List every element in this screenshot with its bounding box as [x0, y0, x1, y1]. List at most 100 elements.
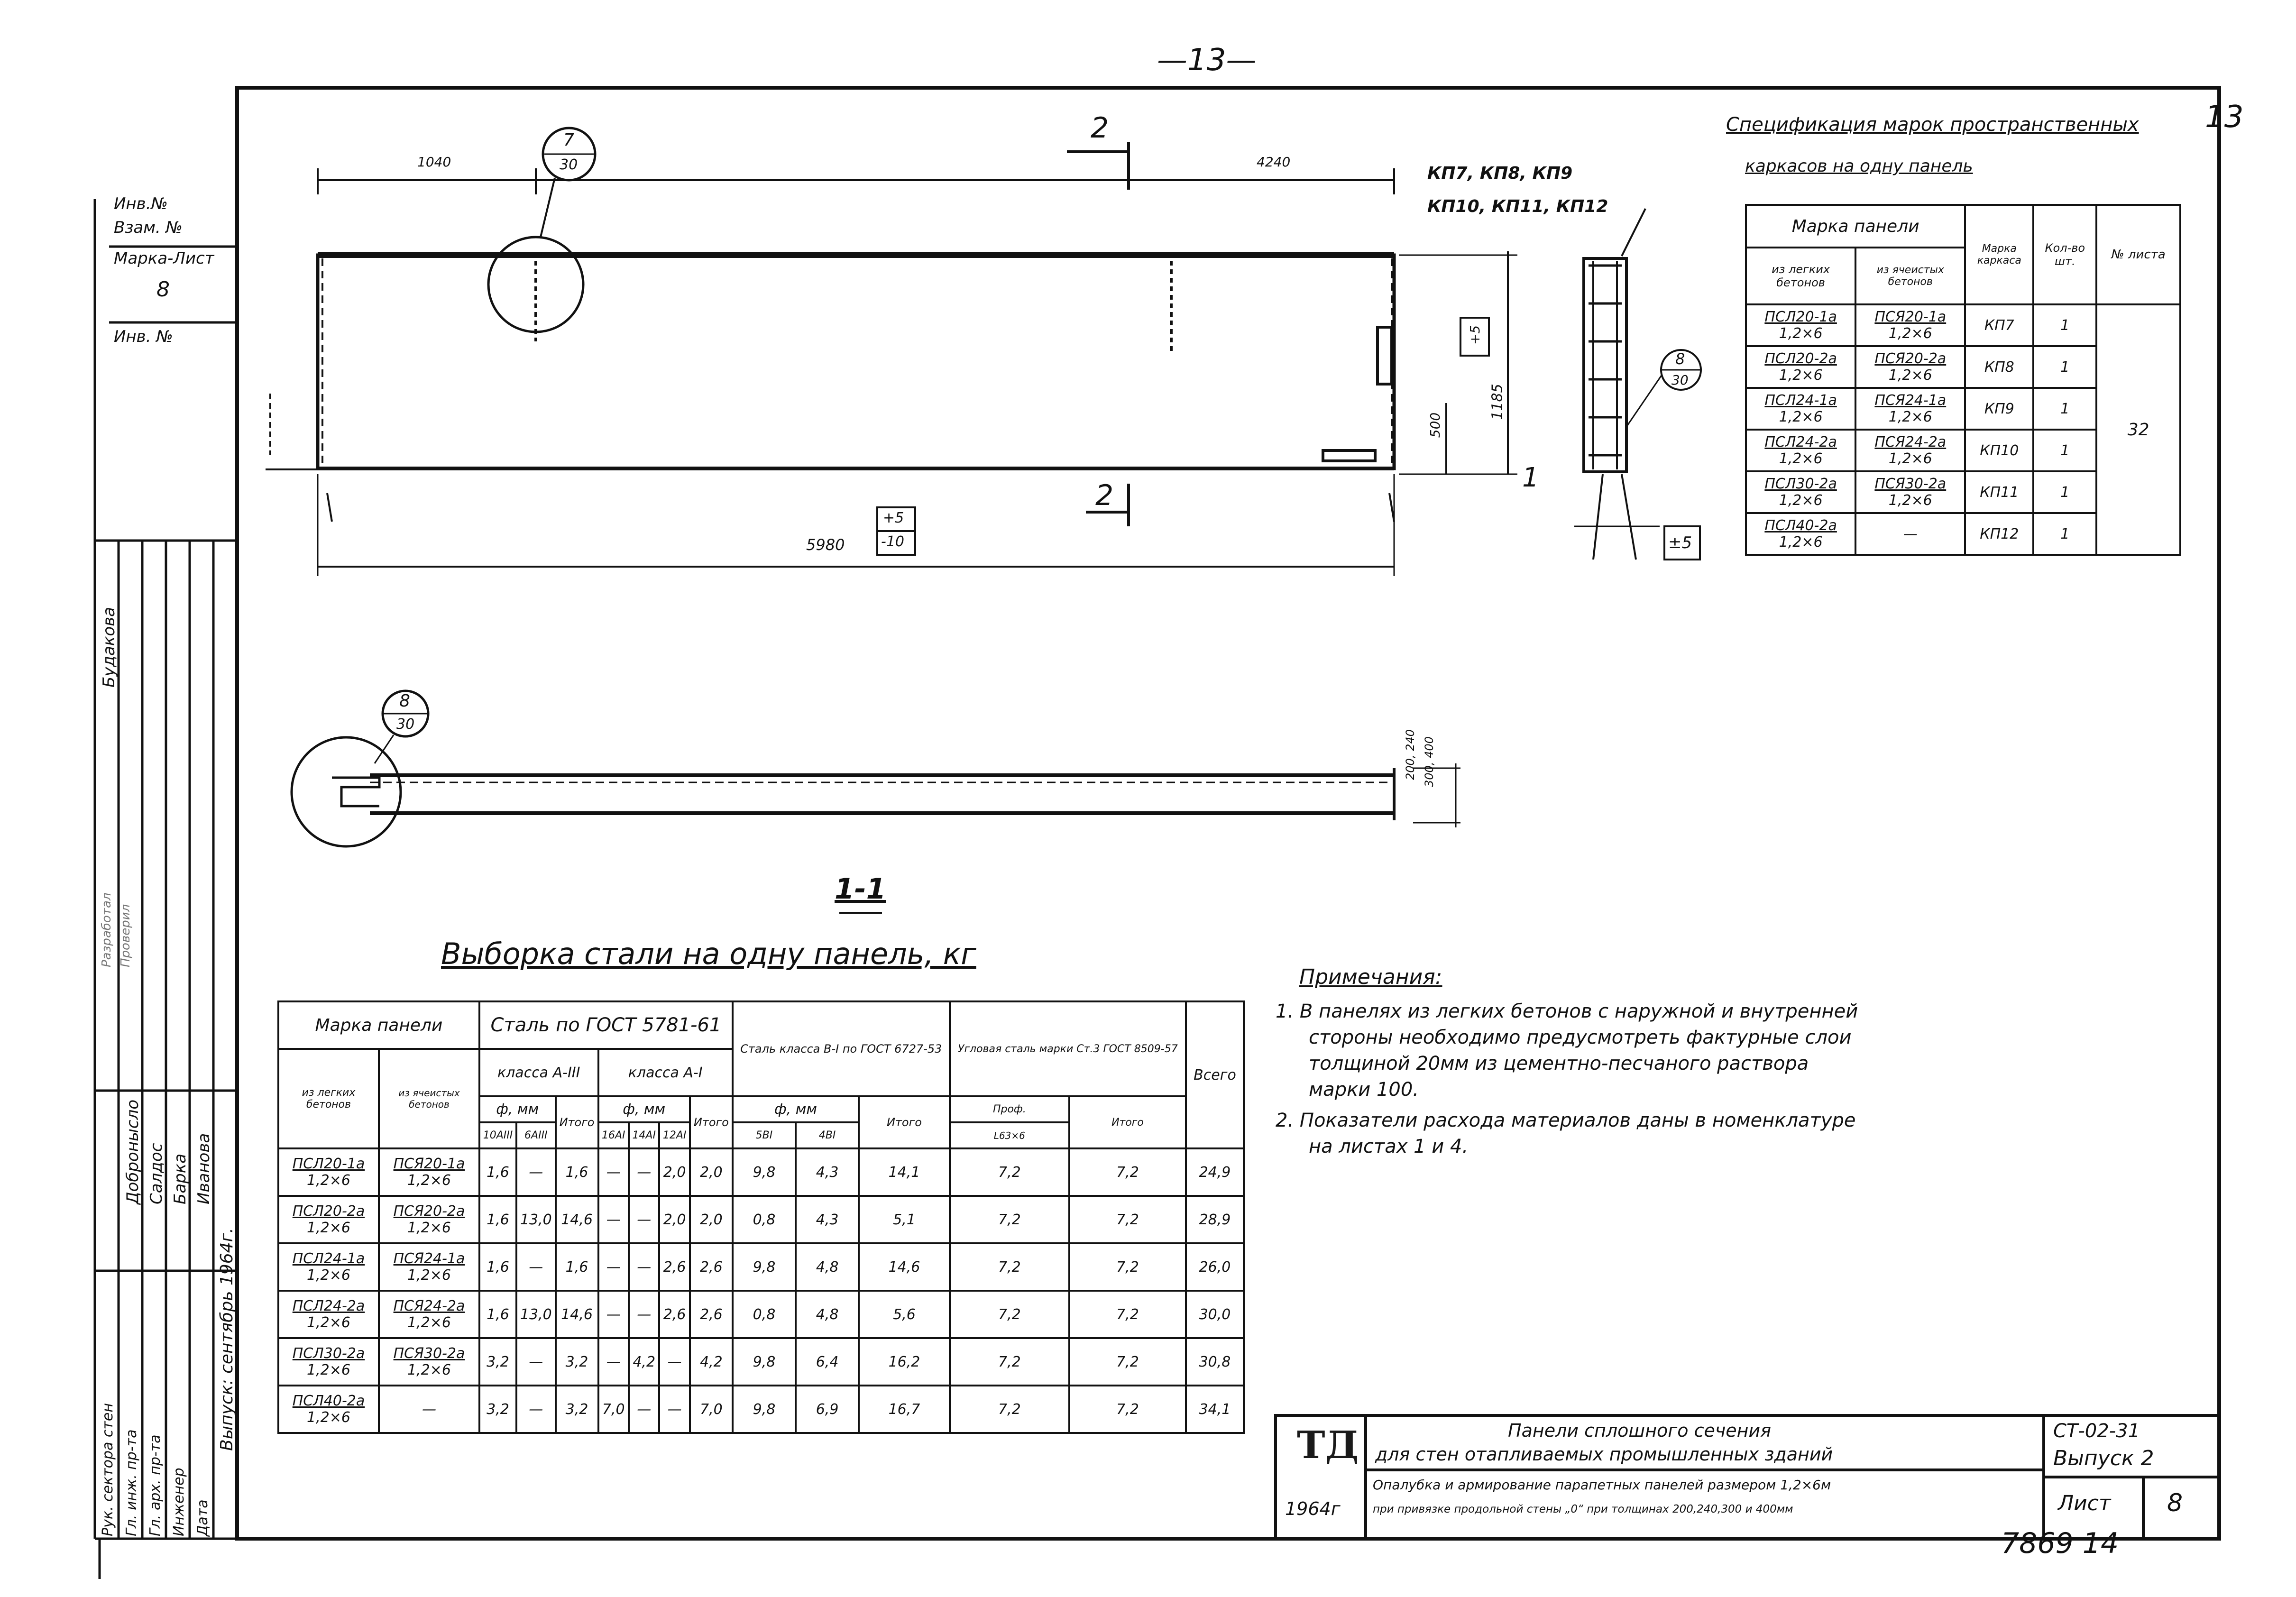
cell-text: 1,2×6 — [307, 1267, 350, 1284]
issue-label: Выпуск 2 — [2053, 1446, 2154, 1470]
steel-h-phi-a3: ф, мм — [478, 1095, 557, 1123]
table-cell: — — [597, 1242, 630, 1292]
steel-table-title: Выборка стали на одну панель, кг — [441, 936, 976, 971]
dim-right: 4240 — [1257, 154, 1291, 170]
tolerance-plus5: +5 — [883, 510, 904, 526]
table-cell: 7,2 — [1068, 1385, 1187, 1434]
spec-row-1-frame: КП7 — [1964, 303, 2035, 347]
cell-text: ПСЛ40-2а — [1764, 517, 1837, 534]
tolerance-plus5-right: +5 — [1467, 325, 1483, 345]
spec-row-5-qty: 1 — [2032, 470, 2098, 514]
section-dim-1: 200, 240 — [1404, 729, 1417, 780]
callout-8-side-bottom: 30 — [1671, 372, 1689, 388]
steel-h-d4b1: 4ВI — [795, 1121, 860, 1149]
steel-h-panel: Марка панели — [277, 1000, 480, 1050]
table-cell: 4,3 — [795, 1195, 860, 1244]
frame-marks-line1: КП7, КП8, КП9 — [1427, 164, 1573, 183]
table-cell: 7,2 — [1068, 1290, 1187, 1339]
table-cell: 24,9 — [1185, 1147, 1245, 1197]
table-cell: 7,2 — [948, 1337, 1070, 1386]
table-cell: 7,2 — [948, 1195, 1070, 1244]
cell-text: ПСЯ24-1а — [1874, 392, 1947, 409]
table-cell: 4,8 — [795, 1290, 860, 1339]
table-cell: 16,2 — [858, 1337, 951, 1386]
table-cell: 6,9 — [795, 1385, 860, 1434]
cell-text: 1,2×6 — [1779, 409, 1823, 425]
table-cell: 1,6 — [478, 1242, 518, 1292]
title-line-1: Панели сплошного сечения — [1508, 1420, 1772, 1441]
table-cell: 9,8 — [731, 1385, 797, 1434]
cell-text: ПСЛ20-1а — [292, 1156, 365, 1172]
table-cell: 2,0 — [689, 1147, 734, 1197]
cell-text: ПСЛ40-2а — [292, 1393, 365, 1409]
table-cell: 9,8 — [731, 1147, 797, 1197]
cell-text: 1,2×6 — [407, 1220, 451, 1236]
cell-text: ПСЯ24-1а — [393, 1250, 465, 1267]
cell-text: ПСЯ30-2а — [393, 1345, 465, 1362]
table-cell: 13,0 — [515, 1195, 557, 1244]
spec-row-6-cell: — — [1855, 512, 1966, 556]
series-code: СТ-02-31 — [2053, 1420, 2140, 1442]
cell-text: ПСЛ30-2а — [1764, 476, 1837, 492]
spec-title-1: Спецификация марок пространственных — [1726, 114, 2139, 136]
steel-h-itogo-angle: Итого — [1068, 1095, 1187, 1149]
stamp-role-1: Рук. сектора стен — [100, 1403, 116, 1536]
table-cell: 13,0 — [515, 1290, 557, 1339]
cell-text: ПСЛ20-1а — [1764, 309, 1837, 325]
steel-h-d12a1: 12АI — [658, 1121, 691, 1149]
notes-title: Примечания: — [1299, 965, 1442, 989]
callout-8-side-top: 8 — [1675, 350, 1685, 368]
detail-circle-8 — [290, 736, 402, 848]
note-line-3: толщиной 20мм из цементно-песчаного раст… — [1309, 1053, 1809, 1074]
table-cell: 4,2 — [689, 1337, 734, 1386]
spec-row-6-qty: 1 — [2032, 512, 2098, 556]
spec-row-1-qty: 1 — [2032, 303, 2098, 347]
sheet-number: 8 — [2167, 1489, 2183, 1517]
table-cell: 7,2 — [1068, 1147, 1187, 1197]
spec-h-qty: Кол-во шт. — [2032, 204, 2098, 305]
table-cell: — — [378, 1385, 480, 1434]
steel-h-vsego: Всего — [1185, 1000, 1245, 1149]
table-cell: 3,2 — [478, 1337, 518, 1386]
callout-8-bottom: 30 — [396, 716, 415, 733]
steel-h-itogo-b1: Итого — [858, 1095, 951, 1149]
steel-h-phi-b1: ф, мм — [731, 1095, 860, 1123]
table-cell: — — [658, 1337, 691, 1386]
table-cell: 4,3 — [795, 1147, 860, 1197]
stamp-inv-1: Инв.№ — [114, 194, 168, 213]
title-line-2: для стен отапливаемых промышленных здани… — [1375, 1444, 1833, 1465]
table-cell: — — [597, 1147, 630, 1197]
table-cell: 1,6 — [478, 1290, 518, 1339]
frame-marks-line2: КП10, КП11, КП12 — [1427, 197, 1608, 216]
callout-circle-7 — [542, 127, 597, 182]
steel-h-prof: Проф. — [948, 1095, 1070, 1123]
cell-text: ПСЛ20-2а — [1764, 350, 1837, 367]
stamp-role-5: Дата — [194, 1499, 211, 1536]
sheet-label: Лист — [2058, 1491, 2111, 1515]
table-cell: 30,0 — [1185, 1290, 1245, 1339]
table-cell: 9,8 — [731, 1242, 797, 1292]
steel-h-light: из легких бетонов — [277, 1048, 380, 1149]
steel-table: Марка панели Сталь по ГОСТ 5781-61 Сталь… — [277, 1000, 1245, 1434]
cell-text: ПСЯ20-2а — [393, 1203, 465, 1220]
cell-text: 1,2×6 — [1888, 409, 1932, 425]
logo-year: 1964г — [1285, 1498, 1341, 1519]
steel-h-d16a1: 16АI — [597, 1121, 630, 1149]
section-mark-2-bottom: 2 — [1095, 479, 1114, 512]
table-cell: 1,6 — [554, 1242, 599, 1292]
section-mark-1: 1 — [1522, 462, 1539, 493]
table-cell: — — [515, 1242, 557, 1292]
table-cell: — — [658, 1385, 691, 1434]
frame-section-view — [1574, 208, 1702, 560]
table-cell: 34,1 — [1185, 1385, 1245, 1434]
